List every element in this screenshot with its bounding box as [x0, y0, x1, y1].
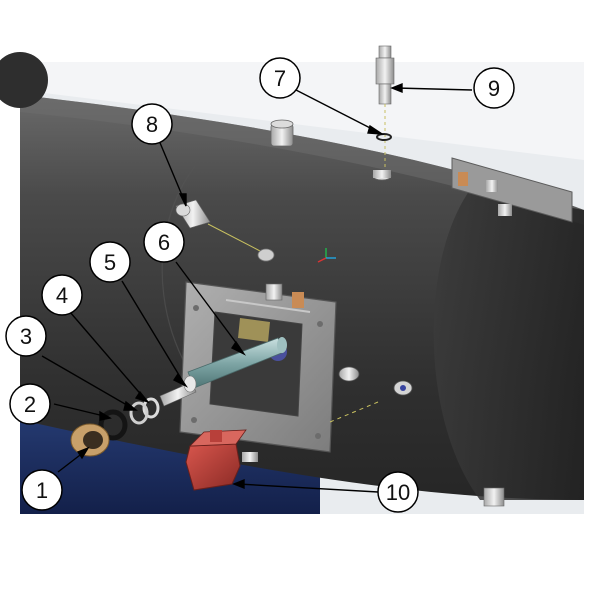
callout-label-7: 7 — [274, 66, 286, 91]
leader-3 — [41, 355, 133, 409]
tank-end-cap — [433, 190, 584, 500]
part-10-red-component — [185, 429, 258, 491]
part-3-ring — [129, 401, 149, 425]
callout-7: 7 — [259, 57, 301, 99]
leader-4 — [69, 311, 145, 399]
leader-lines — [41, 82, 473, 493]
callout-label-3: 3 — [20, 324, 32, 349]
part-9-fitting — [375, 45, 395, 168]
callout-4: 4 — [41, 274, 83, 316]
top-fitting-center — [372, 170, 392, 181]
callout-label-1: 1 — [36, 478, 48, 503]
leader-2 — [53, 403, 105, 417]
callout-6: 6 — [143, 221, 185, 263]
side-fitting-1 — [338, 366, 360, 382]
axis-triad-icon — [317, 248, 336, 263]
leader-10 — [237, 483, 379, 493]
callout-2: 2 — [9, 383, 51, 425]
part-6-heater-rod — [187, 337, 287, 389]
callout-8: 8 — [131, 103, 173, 145]
callout-3: 3 — [5, 315, 47, 357]
callout-label-4: 4 — [56, 283, 68, 308]
callout-5: 5 — [89, 241, 131, 283]
leader-8 — [157, 137, 185, 201]
part-8-probe — [175, 199, 275, 262]
callout-1: 1 — [21, 469, 63, 511]
part-1-gasket — [70, 423, 110, 457]
bottom-fitting — [483, 487, 505, 507]
leader-5 — [121, 280, 183, 381]
part-5-shaft — [159, 375, 197, 407]
callout-label-9: 9 — [488, 76, 500, 101]
callout-label-8: 8 — [146, 112, 158, 137]
top-fitting-left — [270, 119, 294, 147]
tank-left-dome — [0, 52, 48, 108]
part-7-o-ring — [376, 133, 392, 141]
callout-label-5: 5 — [104, 250, 116, 275]
part-4-ring — [142, 397, 160, 419]
callout-label-6: 6 — [158, 230, 170, 255]
callout-10: 10 — [377, 471, 419, 513]
part-2-washer — [98, 409, 128, 441]
mounting-bracket — [451, 157, 573, 223]
leader-6 — [175, 261, 241, 349]
callout-label-2: 2 — [24, 392, 36, 417]
leader-7 — [295, 89, 379, 133]
side-fitting-2 — [393, 380, 413, 396]
callout-label-10: 10 — [386, 480, 410, 505]
callout-9: 9 — [473, 67, 515, 109]
leader-9 — [395, 87, 473, 91]
